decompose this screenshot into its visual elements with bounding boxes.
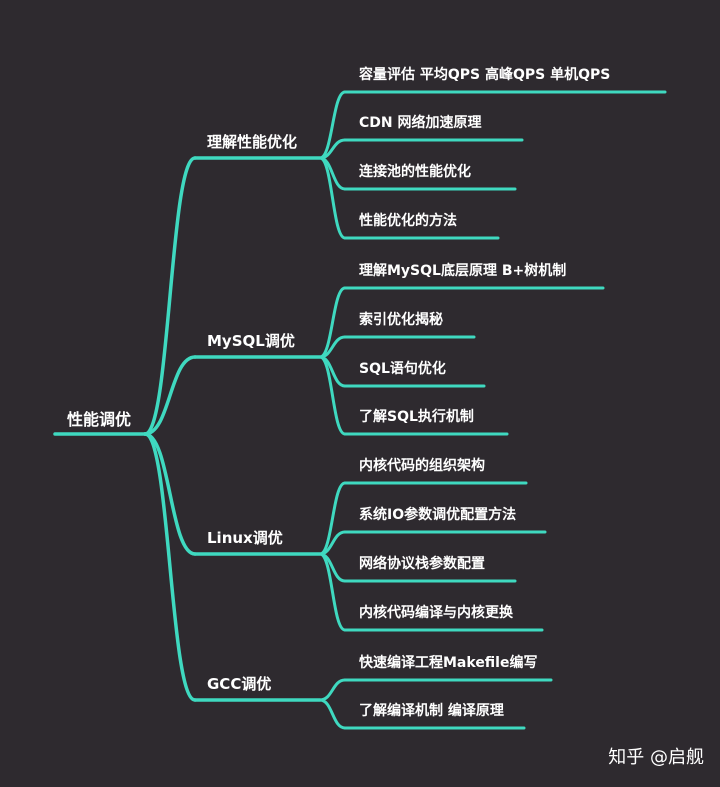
watermark: 知乎 @启舰: [608, 747, 704, 768]
leaf-node-2-0: 内核代码的组织架构: [359, 458, 485, 474]
leaf-node-3-1: 了解编译机制 编译原理: [359, 703, 504, 719]
leaf-node-1-1: 索引优化揭秘: [359, 312, 443, 328]
connector-root-branch-3: [143, 432, 197, 702]
connector-branch-leaf-0-3: [318, 156, 347, 240]
connector-root-branch-0: [143, 156, 197, 436]
connector-root-branch-1: [143, 355, 197, 436]
leaf-node-1-0: 理解MySQL底层原理 B+树机制: [359, 263, 567, 279]
branch-node-3: GCC调优: [207, 675, 272, 693]
leaf-node-1-3: 了解SQL执行机制: [359, 409, 474, 425]
leaf-node-2-3: 内核代码编译与内核更换: [359, 605, 513, 621]
connector-branch-leaf-3-0: [318, 678, 347, 702]
leaf-node-2-1: 系统IO参数调优配置方法: [359, 507, 517, 523]
branch-node-1: MySQL调优: [207, 332, 295, 350]
leaf-node-3-0: 快速编译工程Makefile编写: [359, 655, 538, 671]
leaf-node-0-3: 性能优化的方法: [359, 213, 457, 229]
leaf-node-0-2: 连接池的性能优化: [359, 164, 471, 180]
connector-root-branch-2: [143, 432, 197, 556]
branch-node-2: Linux调优: [207, 529, 283, 547]
connector-branch-leaf-2-3: [318, 552, 347, 632]
leaf-node-0-0: 容量评估 平均QPS 高峰QPS 单机QPS: [359, 67, 611, 83]
leaf-node-1-2: SQL语句优化: [359, 361, 446, 377]
connector-branch-leaf-1-3: [318, 355, 347, 436]
branch-node-0: 理解性能优化: [207, 133, 298, 151]
root-node: 性能调优: [67, 410, 132, 429]
connector-branch-leaf-3-1: [318, 698, 347, 730]
leaf-node-0-1: CDN 网络加速原理: [359, 115, 482, 131]
leaf-node-2-2: 网络协议栈参数配置: [359, 556, 485, 572]
